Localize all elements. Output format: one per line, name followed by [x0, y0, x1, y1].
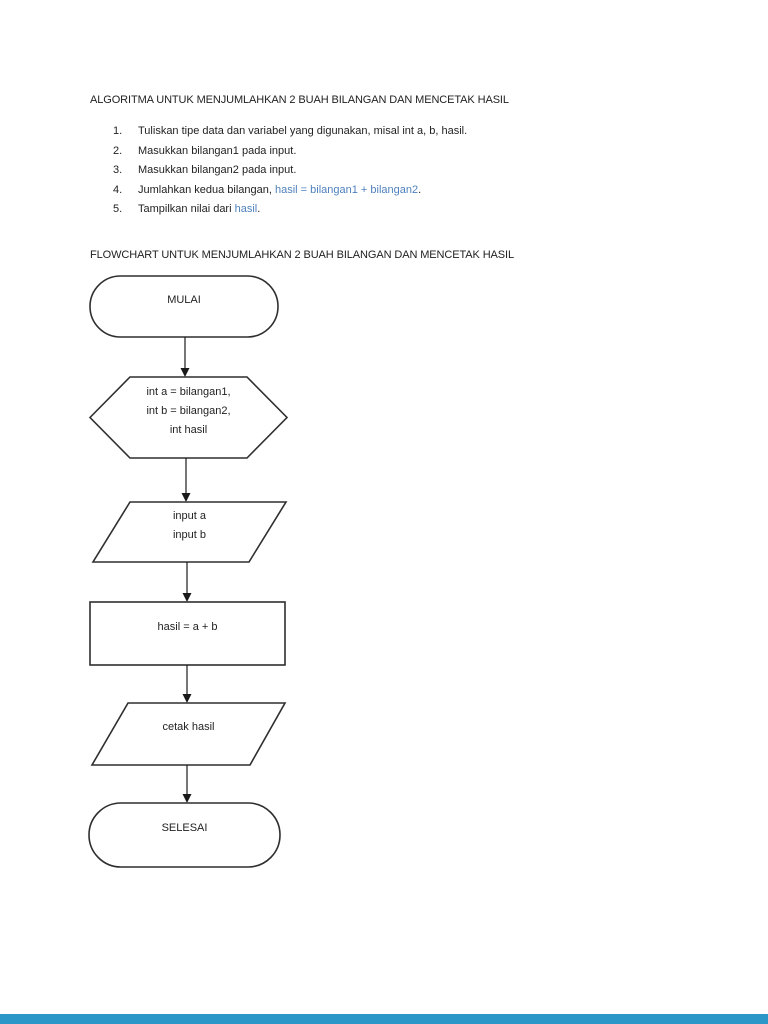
list-item: 2. Masukkan bilangan1 pada input.	[0, 142, 768, 162]
list-item: 1. Tuliskan tipe data dan variabel yang d…	[0, 122, 768, 142]
terminator-end-shape	[88, 802, 281, 868]
process-shape	[89, 601, 286, 666]
arrowhead-icon	[180, 368, 190, 377]
list-item-highlight: hasil	[234, 203, 258, 215]
list-item-number: 3.	[113, 164, 123, 176]
list-item-text: Tampilkan nilai dari	[138, 203, 235, 215]
list-item-text: Masukkan bilangan2 pada input.	[138, 164, 297, 176]
list-item-text: Tuliskan tipe data dan variabel yang dig…	[138, 125, 468, 137]
algorithm-heading: ALGORITMA UNTUK MENJUMLAHKAN 2 BUAH BILA…	[90, 94, 509, 106]
io-input-shape	[91, 501, 288, 563]
algorithm-step-list: 1. Tuliskan tipe data dan variabel yang d…	[0, 122, 768, 220]
io-output-shape	[90, 702, 287, 766]
list-item: 5. Tampilkan nilai dari hasil.	[0, 200, 768, 220]
list-item-suffix: .	[257, 203, 261, 215]
list-item-text: Masukkan bilangan1 pada input.	[138, 144, 297, 157]
arrowhead-icon	[182, 694, 192, 703]
flowchart-diagram: MULAI int a = bilangan1, int b = bilanga…	[0, 270, 768, 890]
list-item-highlight: hasil = bilangan1 + bilangan2	[274, 183, 419, 196]
list-item-number: 1.	[113, 125, 123, 137]
list-item-number: 4.	[113, 183, 123, 196]
terminator-start-shape	[89, 275, 279, 338]
flowchart-heading: FLOWCHART UNTUK MENJUMLAHKAN 2 BUAH BILA…	[90, 249, 514, 261]
list-item: 3. Masukkan bilangan2 pada input.	[0, 161, 768, 181]
list-item-number: 5.	[113, 203, 123, 215]
arrowhead-icon	[181, 493, 191, 502]
list-item: 4. Jumlahkan kedua bilangan, hasil = bila…	[0, 181, 768, 201]
arrowhead-icon	[182, 593, 192, 602]
list-item-suffix: .	[418, 183, 422, 196]
flowchart-shapes	[88, 275, 289, 868]
list-item-text: Jumlahkan kedua bilangan,	[138, 183, 275, 196]
viewer-footer-bar	[0, 1014, 768, 1024]
preparation-declare-shape	[88, 376, 289, 459]
arrowhead-icon	[182, 794, 192, 803]
list-item-number: 2.	[113, 144, 123, 157]
